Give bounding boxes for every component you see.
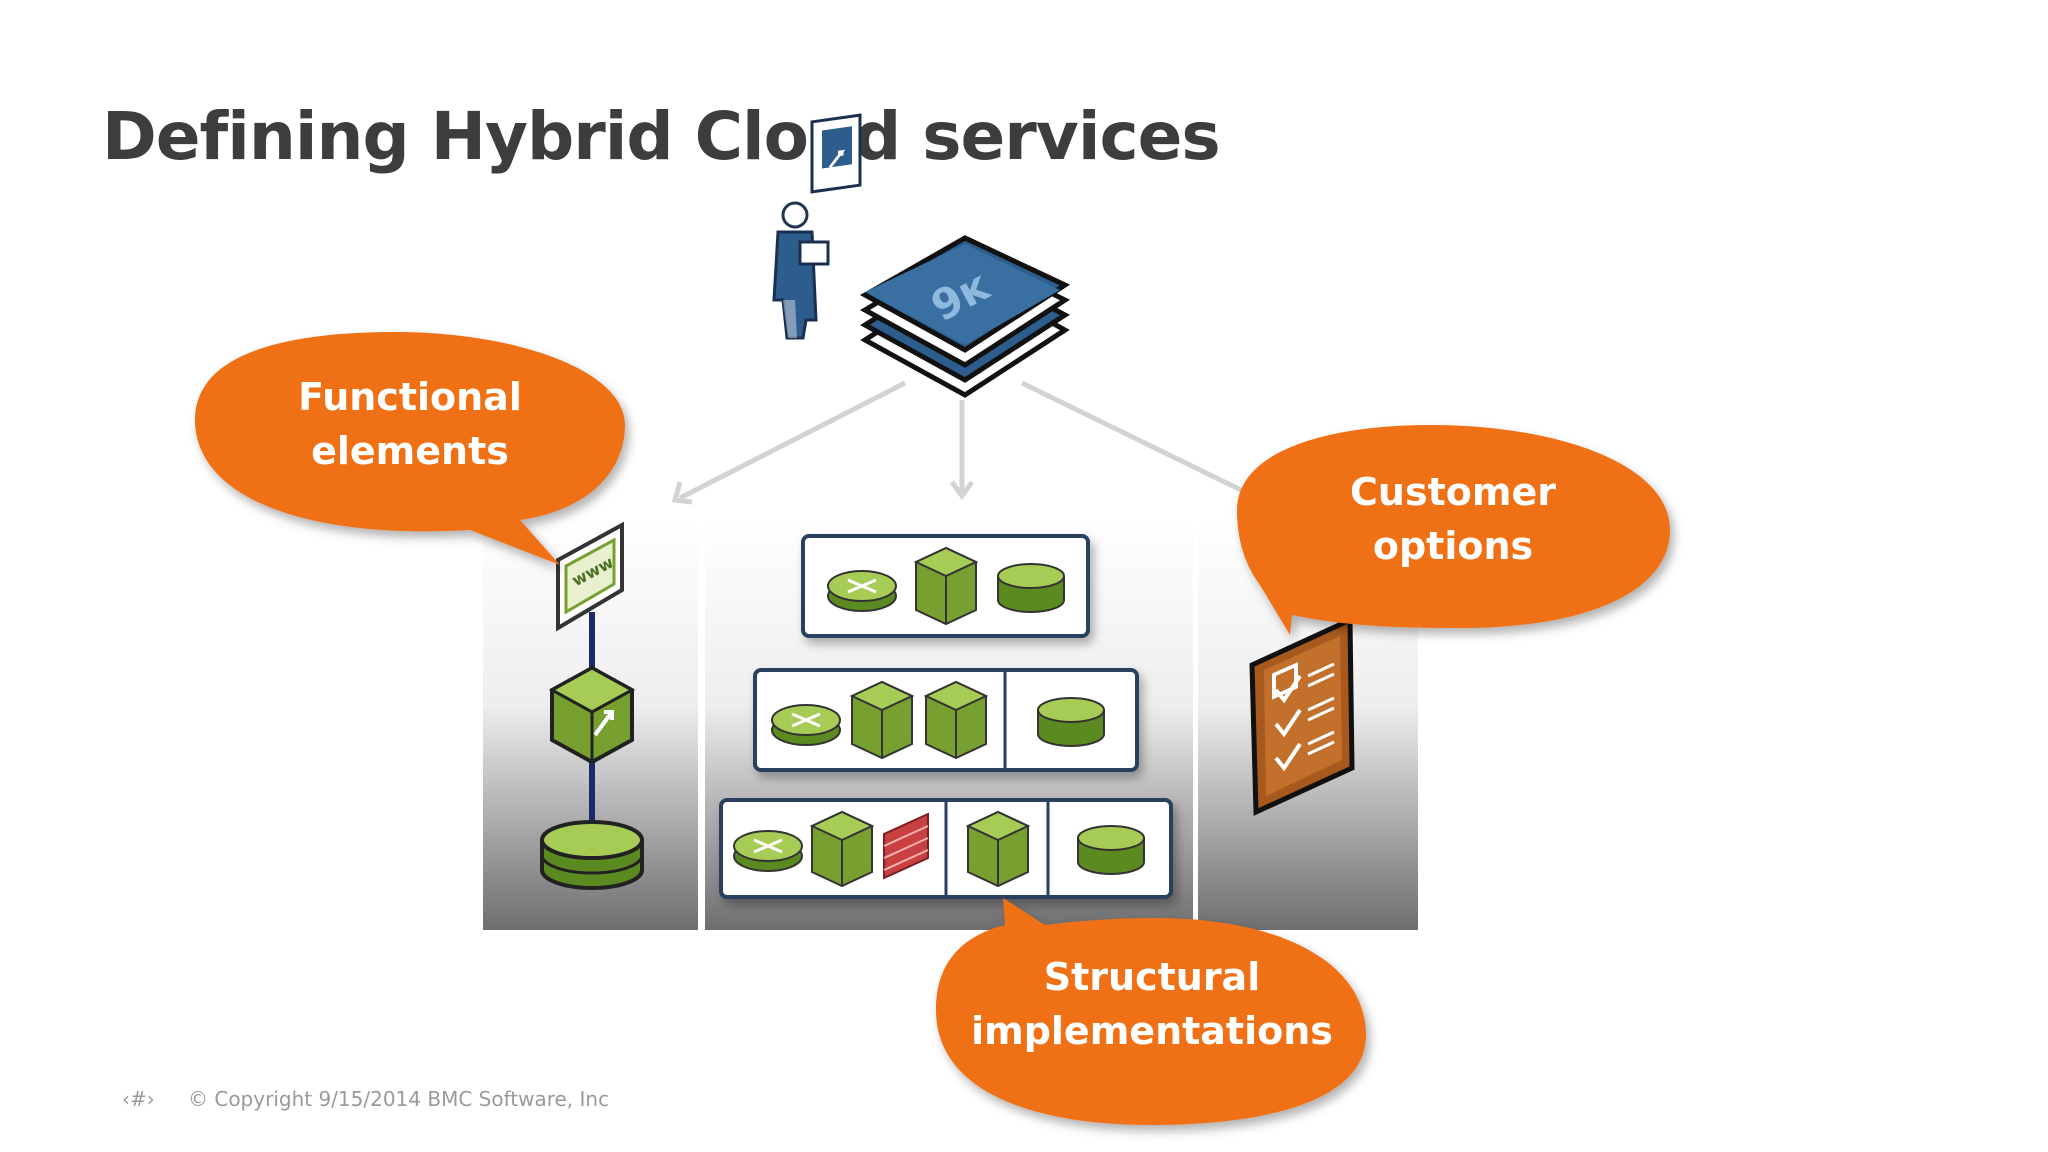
server-icon	[849, 680, 915, 760]
callout-functional-line-1: Functional	[298, 375, 522, 419]
functional-elements-chain: www	[540, 521, 644, 890]
callout-functional-elements: Functional elements	[195, 332, 625, 565]
storage-icon	[997, 563, 1065, 613]
storage-icon	[1077, 825, 1145, 875]
structural-tier-3	[719, 798, 1173, 899]
callout-customer-options: Customer options	[1237, 425, 1670, 635]
callout-structural-implementations: Structural implementations	[936, 898, 1366, 1125]
server-app-icon	[548, 665, 636, 765]
distribution-arrows	[671, 380, 1247, 505]
storage-icon	[1037, 697, 1105, 747]
architect-user-icon	[772, 113, 862, 340]
server-icon	[923, 680, 989, 760]
slide-title: Defining Hybrid Cloud services	[102, 98, 1221, 175]
router-icon	[771, 704, 841, 746]
checklist-icon	[1249, 616, 1355, 816]
copyright-notice: © Copyright 9/15/2014 BMC Software, Inc	[188, 1087, 610, 1111]
slide-number-placeholder: ‹#›	[122, 1087, 155, 1111]
structural-tier-1	[801, 534, 1090, 638]
callout-functional-line-2: elements	[311, 429, 509, 473]
firewall-icon	[883, 812, 929, 880]
database-icon	[540, 820, 644, 890]
server-icon	[965, 810, 1031, 888]
server-icon	[913, 546, 979, 626]
callout-customer-line-1: Customer	[1350, 470, 1556, 514]
structural-tier-2	[753, 668, 1139, 772]
server-icon	[809, 810, 875, 888]
callout-structural-line-2: implementations	[971, 1009, 1333, 1053]
web-page-icon: www	[556, 521, 624, 632]
callout-structural-line-1: Structural	[1044, 955, 1260, 999]
router-icon	[827, 570, 897, 612]
callout-customer-line-2: options	[1373, 524, 1533, 568]
router-icon	[733, 830, 803, 872]
blueprint-stack-icon: 9ᴋ	[859, 235, 1071, 398]
